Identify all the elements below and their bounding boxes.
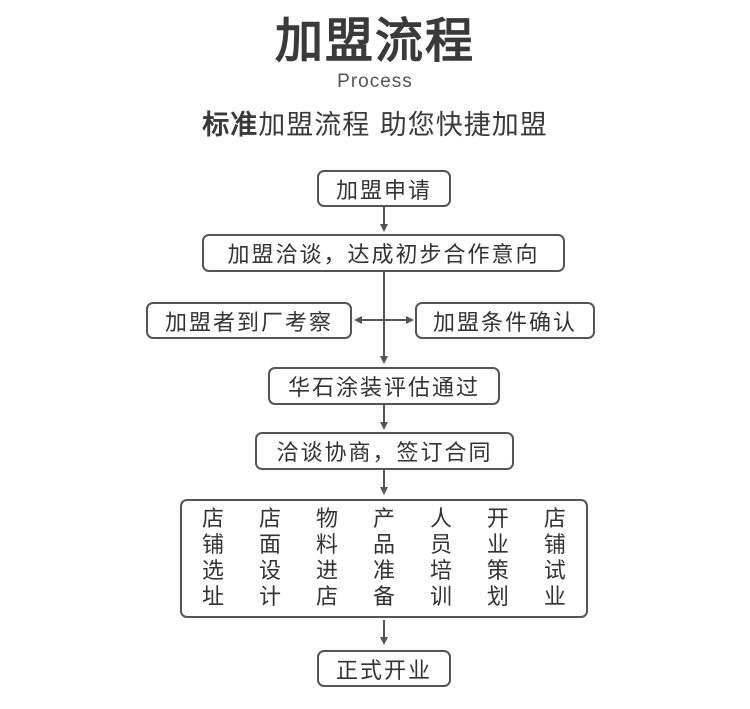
step-conditions-confirm-label: 加盟条件确认 (432, 310, 577, 336)
page-subtitle: Process (337, 71, 413, 92)
service-char: 物 (315, 507, 338, 532)
service-char: 备 (372, 585, 395, 610)
service-char: 店 (543, 507, 566, 532)
step-negotiate: 加盟洽谈，达成初步合作意向 (202, 234, 565, 272)
service-store-location: 店 铺 选 址 (202, 507, 224, 616)
step-contract: 洽谈协商，签订合同 (255, 432, 514, 470)
service-char: 进 (315, 559, 338, 584)
step-negotiate-label: 加盟洽谈，达成初步合作意向 (227, 243, 540, 268)
service-char: 培 (429, 559, 452, 584)
step-grand-opening: 正式开业 (317, 650, 451, 687)
service-char: 训 (429, 585, 452, 610)
service-char: 料 (315, 533, 338, 558)
service-char: 址 (202, 585, 225, 610)
step-conditions-confirm: 加盟条件确认 (415, 302, 595, 339)
service-char: 准 (372, 559, 395, 584)
tagline-bold: 标准 (202, 110, 259, 141)
service-char: 人 (429, 507, 452, 532)
step-contract-label: 洽谈协商，签订合同 (276, 441, 493, 466)
step-apply-label: 加盟申请 (335, 178, 432, 204)
service-char: 面 (258, 533, 281, 558)
service-char: 计 (258, 585, 281, 610)
service-product-prep: 产 品 准 备 (373, 507, 395, 616)
service-char: 产 (372, 507, 395, 532)
step-evaluation-label: 华石涂装评估通过 (287, 376, 480, 401)
service-char: 开 (486, 507, 509, 532)
service-char: 品 (372, 533, 395, 558)
service-char: 店 (315, 585, 338, 610)
tagline: 标准加盟流程 助您快捷加盟 (0, 106, 750, 146)
service-char: 员 (429, 533, 452, 558)
service-char: 铺 (202, 533, 225, 558)
service-char: 业 (486, 533, 509, 558)
service-char: 设 (258, 559, 281, 584)
service-char: 业 (543, 585, 566, 610)
service-char: 店 (202, 507, 225, 532)
service-store-design: 店 面 设 计 (259, 507, 281, 616)
service-char: 铺 (543, 533, 566, 558)
step-apply: 加盟申请 (317, 170, 451, 207)
step-grand-opening-label: 正式开业 (335, 658, 432, 684)
service-opening-plan: 开 业 策 划 (487, 507, 509, 616)
service-char: 试 (543, 559, 566, 584)
service-material-delivery: 物 料 进 店 (316, 507, 338, 616)
step-factory-visit-label: 加盟者到厂考察 (164, 310, 333, 336)
service-staff-training: 人 员 培 训 (430, 507, 452, 616)
step-evaluation: 华石涂装评估通过 (268, 367, 500, 405)
service-char: 策 (486, 559, 509, 584)
page-title: 加盟流程 (274, 13, 475, 69)
services-box: 店 铺 选 址 店 面 设 计 物 料 进 店 产 品 准 备 人 员 培 训 … (180, 499, 588, 618)
service-char: 划 (486, 585, 509, 610)
service-char: 选 (202, 559, 225, 584)
step-factory-visit: 加盟者到厂考察 (146, 302, 352, 339)
service-char: 店 (258, 507, 281, 532)
tagline-text: 加盟流程 助您快捷加盟 (258, 110, 548, 141)
service-trial-operation: 店 铺 试 业 (544, 507, 566, 616)
